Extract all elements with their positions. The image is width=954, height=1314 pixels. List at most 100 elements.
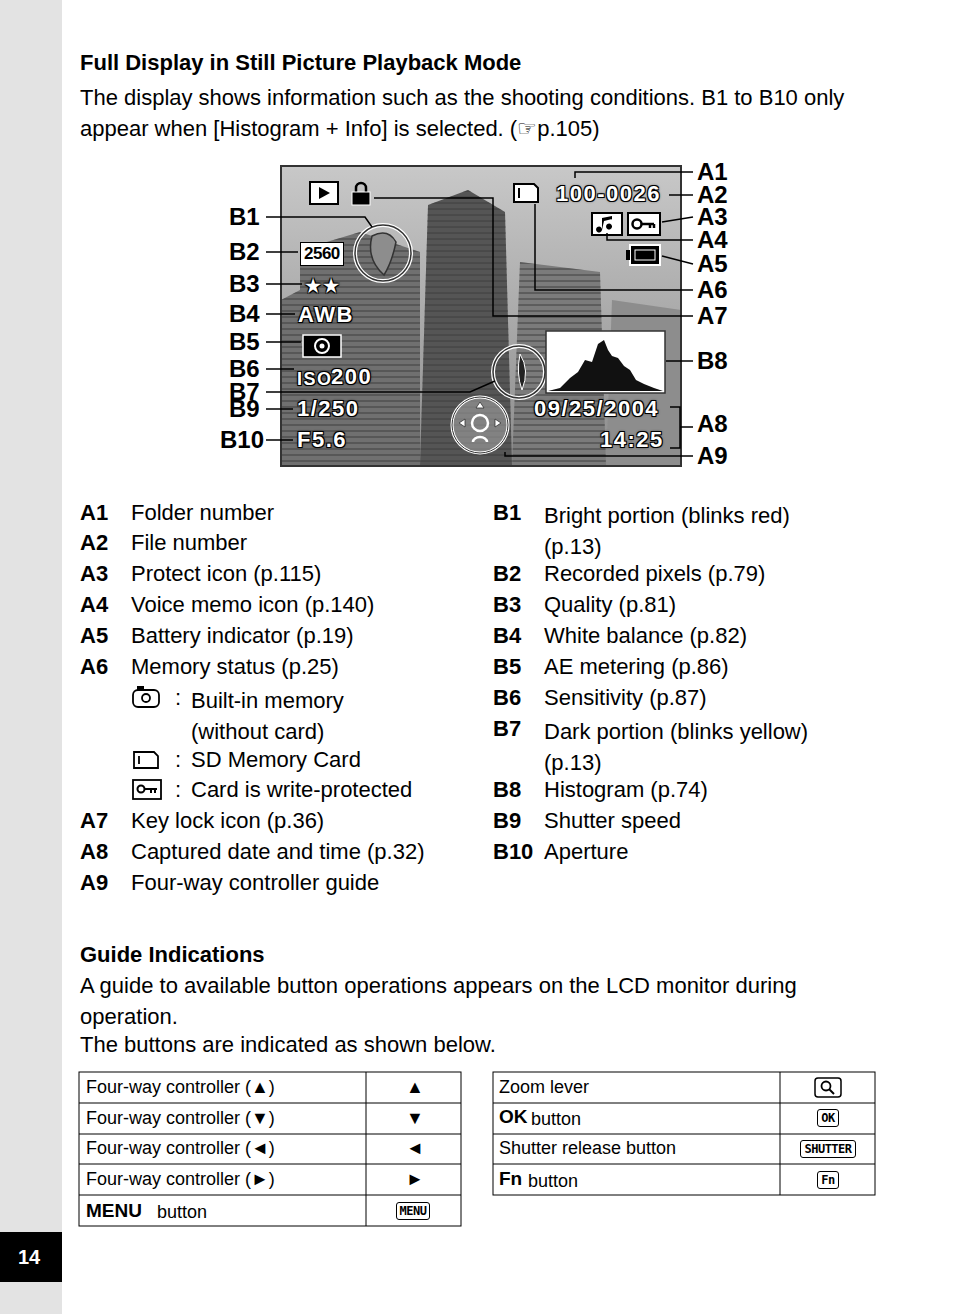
callout-number: B5 (229, 329, 260, 355)
item-code: A6 (80, 654, 108, 680)
item-text: Aperture (544, 839, 628, 865)
box-text: Fn (821, 1173, 834, 1187)
table-cell: ◄ (406, 1135, 424, 1161)
item-text: White balance (p.82) (544, 623, 747, 649)
table-cell: Four-way controller (▲) (86, 1074, 275, 1100)
item-code: A7 (80, 808, 108, 834)
item-text: A guide to available button operations a… (80, 970, 850, 1032)
item-text: Bright portion (blinks red) (p.13) (544, 500, 844, 562)
memory-icons (133, 686, 161, 799)
item-text: Quality (p.81) (544, 592, 676, 618)
callout-number: A6 (697, 277, 728, 303)
callout-number: B1 (229, 204, 260, 230)
screen-readout: F5.6 (297, 427, 347, 453)
callout-number: B9 (229, 396, 260, 422)
screen-readout: ISO (297, 366, 333, 392)
button-key: Fn (817, 1171, 838, 1189)
item-code: A8 (80, 839, 108, 865)
item-text: Recorded pixels (p.79) (544, 561, 765, 587)
item-text: : (175, 777, 181, 803)
callout-number: B4 (229, 301, 260, 327)
item-code: A4 (80, 592, 108, 618)
item-code: B1 (493, 500, 521, 526)
item-code: B9 (493, 808, 521, 834)
callout-number: B2 (229, 239, 260, 265)
screen-readout: 09/25/2004 (534, 396, 659, 422)
item-text: Four-way controller guide (131, 870, 379, 896)
item-text: Built-in memory (without card) (191, 685, 401, 747)
item-code: B4 (493, 623, 521, 649)
box-text: OK (821, 1111, 834, 1125)
screen-readout: 100-0026 (556, 181, 661, 207)
item-text: Folder number (131, 500, 274, 526)
callout-number: B3 (229, 271, 260, 297)
table-cell: Four-way controller (►) (86, 1166, 275, 1192)
screen-readout: ★★ (305, 273, 340, 299)
item-code: B8 (493, 777, 521, 803)
item-text: Card is write-protected (191, 777, 412, 803)
item-text: Voice memo icon (p.140) (131, 592, 374, 618)
item-text: : (175, 685, 181, 711)
page-number: 14 (18, 1244, 40, 1270)
screen-readout: AWB (298, 302, 354, 328)
item-text: The display shows information such as th… (80, 82, 870, 144)
item-text: Sensitivity (p.87) (544, 685, 707, 711)
item-text: Captured date and time (p.32) (131, 839, 425, 865)
callout-number: A5 (697, 251, 728, 277)
table-cell: button (528, 1168, 578, 1194)
callout-number: A9 (697, 443, 728, 469)
item-text: Dark portion (blinks yellow) (p.13) (544, 716, 844, 778)
leader-lines (266, 172, 693, 456)
button-name: Fn (499, 1166, 522, 1192)
guide-tables (79, 1072, 875, 1226)
box-text: SHUTTER (804, 1142, 851, 1156)
item-text: The buttons are indicated as shown below… (80, 1032, 496, 1058)
callout-number: B8 (697, 348, 728, 374)
item-code: A2 (80, 530, 108, 556)
item-code: B7 (493, 716, 521, 742)
box-text: MENU (400, 1204, 427, 1218)
item-text: Key lock icon (p.36) (131, 808, 324, 834)
item-code: A5 (80, 623, 108, 649)
table-cell: ▼ (406, 1105, 424, 1131)
item-code: A9 (80, 870, 108, 896)
item-text: : (175, 747, 181, 773)
zoom-icon (815, 1078, 841, 1097)
item-code: B2 (493, 561, 521, 587)
button-key: MENU (396, 1202, 431, 1220)
item-code: A3 (80, 561, 108, 587)
box-text: 2560 (304, 244, 340, 264)
callout-number: A8 (697, 411, 728, 437)
table-cell: Four-way controller (◄) (86, 1135, 275, 1161)
screen-readout: 200 (331, 364, 372, 390)
item-code: B5 (493, 654, 521, 680)
item-text: File number (131, 530, 247, 556)
item-text: Shutter speed (544, 808, 681, 834)
screen-readout: 1/250 (297, 396, 360, 422)
screen-readout: 14:25 (600, 427, 664, 453)
item-text: Histogram (p.74) (544, 777, 708, 803)
table-cell: Zoom lever (499, 1074, 589, 1100)
item-code: A1 (80, 500, 108, 526)
side-band (0, 0, 62, 1314)
item-text: Battery indicator (p.19) (131, 623, 354, 649)
item-text: AE metering (p.86) (544, 654, 729, 680)
callout-number: A7 (697, 303, 728, 329)
table-cell: Shutter release button (499, 1135, 676, 1161)
section-heading: Full Display in Still Picture Playback M… (80, 50, 521, 76)
item-text: SD Memory Card (191, 747, 361, 773)
callout-number: A4 (697, 227, 728, 253)
table-cell: button (531, 1106, 581, 1132)
item-text: Memory status (p.25) (131, 654, 339, 680)
button-name: OK (499, 1104, 528, 1130)
item-text: Protect icon (p.115) (131, 561, 321, 587)
item-code: B3 (493, 592, 521, 618)
table-cell: ▲ (406, 1074, 424, 1100)
button-name: MENU (86, 1198, 142, 1224)
item-code: B6 (493, 685, 521, 711)
pixel-box: 2560 (300, 242, 344, 266)
page-tab (0, 1232, 62, 1282)
callout-number: B10 (220, 427, 264, 453)
button-key: OK (817, 1109, 838, 1127)
